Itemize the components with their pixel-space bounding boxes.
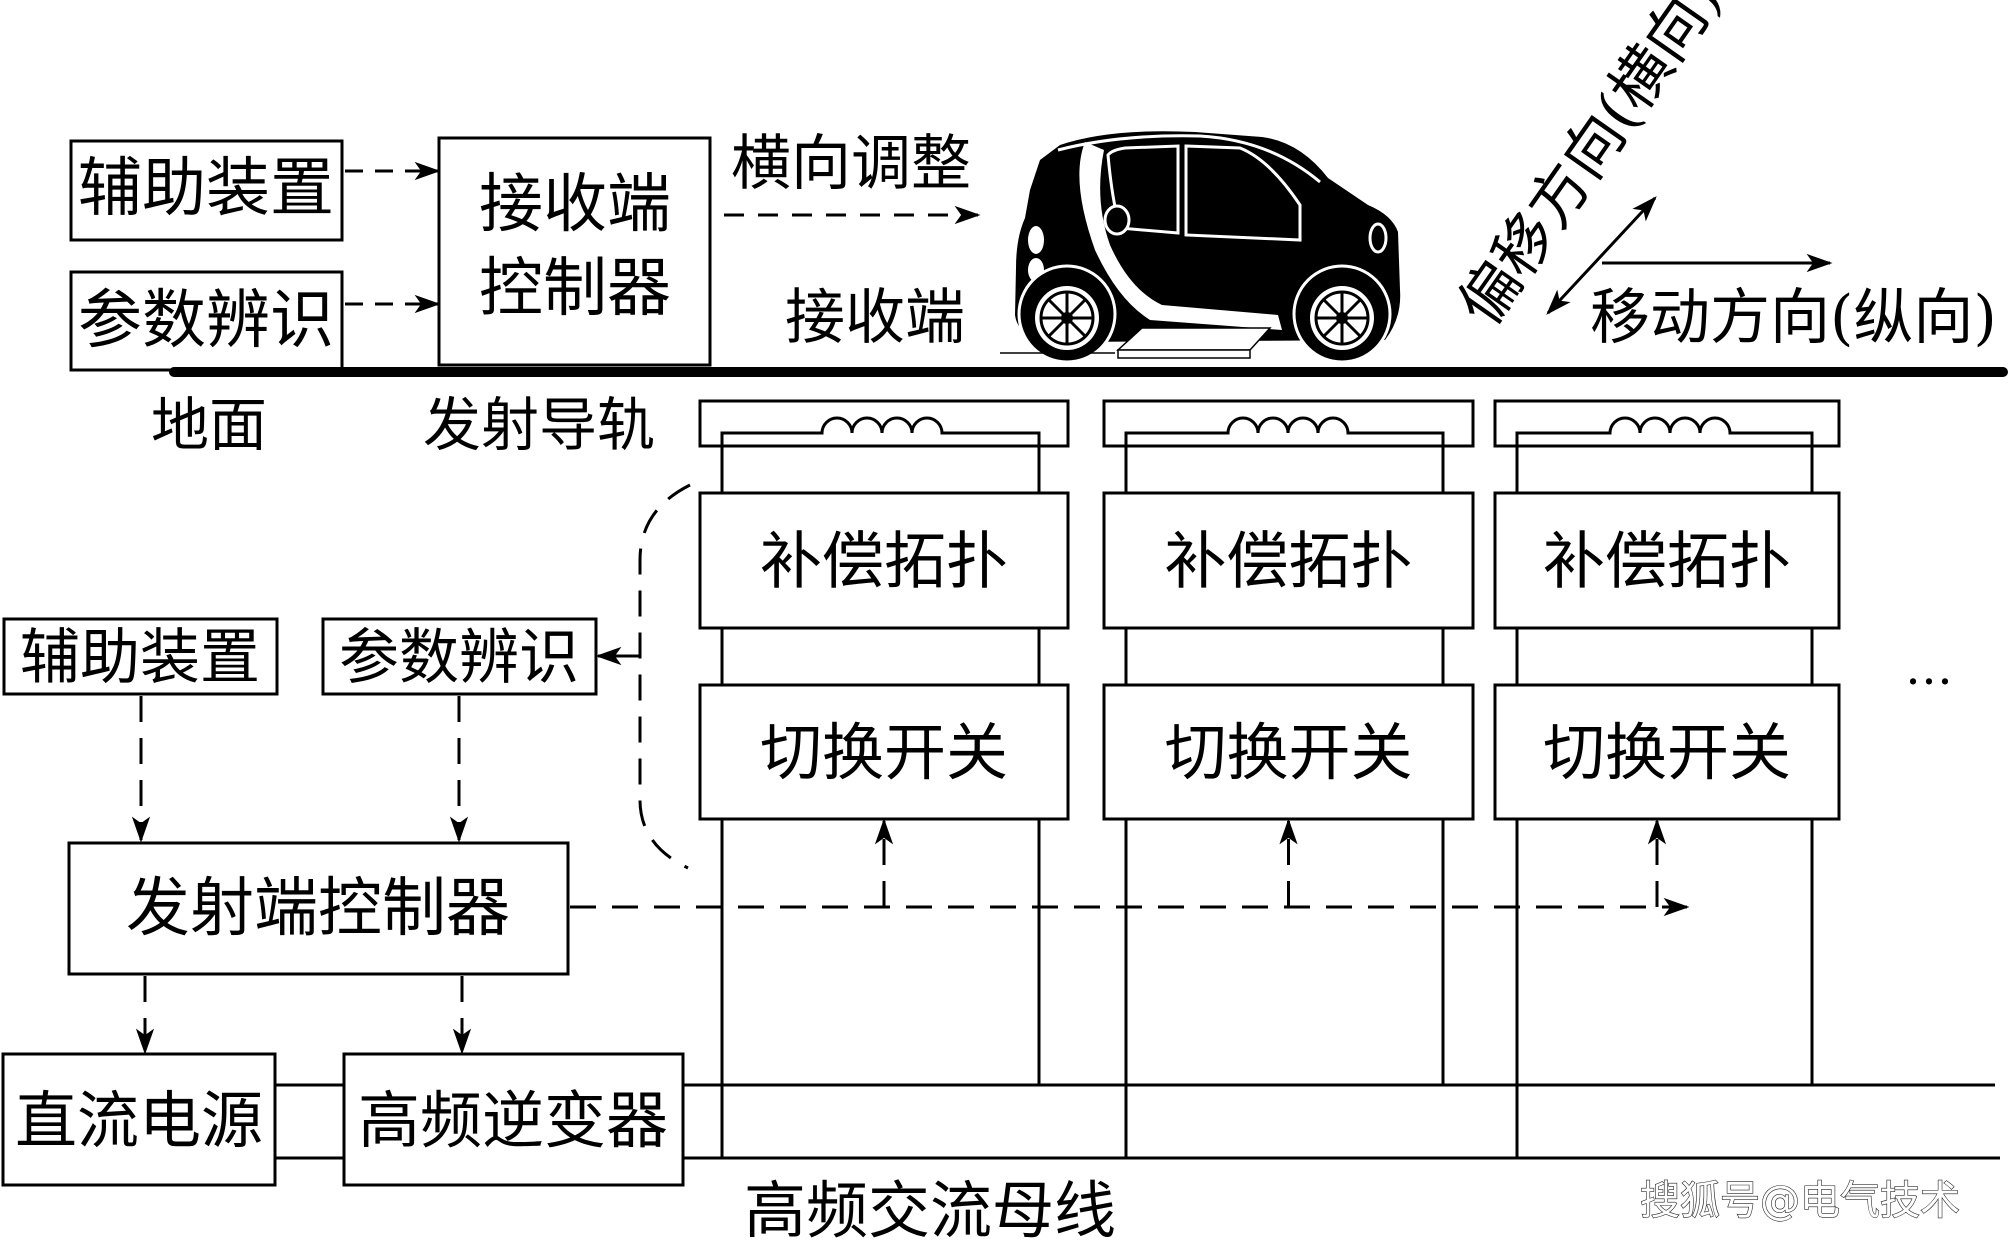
feedback-dashed-bracket	[638, 483, 691, 870]
transmitter-aux-device-block: 辅助装置	[2, 617, 279, 696]
transmitter-aux-device-label: 辅助装置	[20, 623, 260, 693]
hf-inverter-label: 高频逆变器	[358, 1084, 668, 1157]
transmitter-controller-label: 发射端控制器	[126, 872, 510, 946]
moving-direction-label: 移动方向(纵向)	[1590, 283, 1997, 353]
receiver-aux-device-label: 辅助装置	[78, 152, 334, 226]
hf-ac-bus-label: 高频交流母线	[744, 1174, 1116, 1244]
car-icon	[1000, 131, 1401, 364]
dc-source-block: 直流电源	[1, 1052, 277, 1187]
rail-label: 发射导轨	[423, 391, 655, 459]
compensation-label: 补偿拓扑	[760, 525, 1008, 598]
transmitter-param-identification-label: 参数辨识	[339, 623, 579, 693]
transmitter-controller-block: 发射端控制器	[67, 841, 570, 976]
receiver-controller-label-line1: 接收端	[479, 168, 671, 242]
receiver-controller-label-line2: 控制器	[479, 252, 671, 326]
compensation-block	[1102, 491, 1475, 630]
dc-source-label: 直流电源	[15, 1084, 263, 1157]
transmitter-rail	[1102, 399, 1475, 448]
hf-inverter-block: 高频逆变器	[342, 1052, 685, 1187]
switch-label: 切换开关	[1164, 716, 1412, 789]
lateral-adjust-label: 横向调整	[731, 129, 971, 199]
car-front-wheel	[1035, 286, 1099, 350]
coil-icon	[1515, 416, 1814, 493]
receiver-param-identification-block: 参数辨识	[69, 270, 344, 372]
ground-label: 地面	[151, 391, 267, 459]
car-rear-wheel	[1310, 286, 1374, 350]
offset-direction-arrow	[1546, 196, 1657, 315]
watermark: 搜狐号@电气技术	[1640, 1178, 1960, 1224]
receiver-controller-block: 接收端 控制器	[437, 136, 712, 367]
receiver-param-identification-label: 参数辨识	[78, 284, 334, 358]
coil-icon	[720, 416, 1041, 493]
switch-label: 切换开关	[760, 716, 1008, 789]
receiver-label: 接收端	[785, 283, 965, 353]
more-segments-ellipsis: …	[1905, 640, 1953, 696]
compensation-block	[1493, 491, 1841, 630]
transmitter-param-identification-block: 参数辨识	[321, 617, 598, 696]
compensation-label: 补偿拓扑	[1543, 525, 1791, 598]
compensation-label: 补偿拓扑	[1164, 525, 1412, 598]
transmitter-rail	[1493, 399, 1841, 448]
switch-label: 切换开关	[1543, 716, 1791, 789]
receiver-aux-device-block: 辅助装置	[69, 139, 344, 242]
coil-icon	[1124, 416, 1445, 493]
compensation-block	[698, 491, 1070, 630]
receiver-pad	[1000, 327, 1272, 359]
transmitter-rail	[698, 399, 1070, 448]
switch-block	[1493, 683, 1841, 821]
